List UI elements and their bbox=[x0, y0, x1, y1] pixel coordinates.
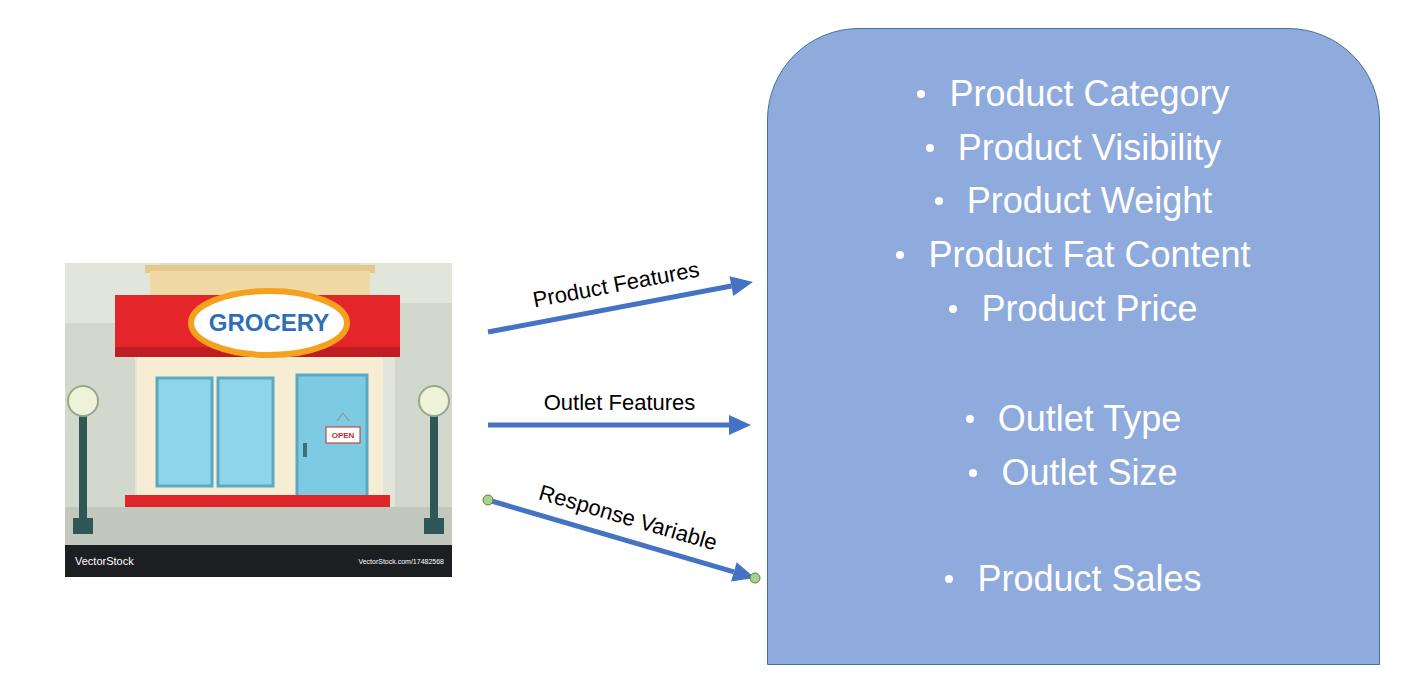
bullet-item: Product Fat Content bbox=[768, 233, 1379, 277]
arrow-connector bbox=[488, 423, 729, 428]
feature-text: Product Price bbox=[981, 287, 1197, 331]
illustration-part bbox=[218, 378, 273, 486]
illustration-part bbox=[297, 375, 367, 497]
feature-text: Product Sales bbox=[977, 557, 1201, 601]
feature-text: Product Visibility bbox=[958, 126, 1221, 170]
watermark-url: VectorStock.com/17482568 bbox=[358, 558, 444, 565]
illustration-part bbox=[191, 291, 347, 355]
illustration-part bbox=[73, 518, 93, 534]
bullet-item: Product Category bbox=[768, 72, 1379, 116]
feature-box: Product CategoryProduct VisibilityProduc… bbox=[767, 28, 1380, 665]
arrow-label: Product Features bbox=[531, 257, 702, 314]
illustration-part bbox=[326, 427, 360, 443]
illustration-part bbox=[68, 386, 98, 416]
selection-handle bbox=[483, 495, 493, 505]
bullet-item: Product Visibility bbox=[768, 126, 1379, 170]
bullet-item: Outlet Type bbox=[768, 397, 1379, 441]
feature-text: Outlet Type bbox=[998, 397, 1181, 441]
bullet-item: Product Weight bbox=[768, 179, 1379, 223]
store-illustration: GROCERY OPEN VectorStock VectorStock.com/17… bbox=[65, 263, 452, 577]
arrow-label: Outlet Features bbox=[544, 390, 696, 416]
feature-text: Outlet Size bbox=[1001, 451, 1177, 495]
feature-text: Product Category bbox=[949, 72, 1229, 116]
watermark: VectorStock bbox=[75, 555, 134, 567]
illustration-part bbox=[430, 413, 438, 525]
arrow-head bbox=[729, 415, 751, 435]
door-sign-text: OPEN bbox=[332, 431, 355, 440]
bullet-item: Product Sales bbox=[768, 557, 1379, 601]
illustration-part bbox=[65, 263, 452, 577]
illustration-part bbox=[65, 507, 452, 545]
illustration-part bbox=[137, 357, 383, 497]
store-sign-text: GROCERY bbox=[209, 309, 329, 337]
arrow-label: Response Variable bbox=[536, 480, 720, 557]
illustration-part bbox=[419, 386, 449, 416]
illustration-part bbox=[337, 413, 343, 421]
illustration-part bbox=[343, 413, 349, 421]
illustration-part bbox=[125, 495, 390, 507]
illustration-part bbox=[303, 443, 307, 457]
illustration-part bbox=[65, 545, 452, 577]
feature-text: Product Fat Content bbox=[928, 233, 1250, 277]
bullet-item: Product Price bbox=[768, 287, 1379, 331]
bullet-item: Outlet Size bbox=[768, 451, 1379, 495]
illustration-part bbox=[157, 378, 212, 486]
arrow-head bbox=[730, 276, 753, 296]
illustration-part bbox=[79, 413, 87, 525]
illustration-part bbox=[424, 518, 444, 534]
feature-text: Product Weight bbox=[967, 179, 1212, 223]
selection-handle bbox=[750, 573, 760, 583]
